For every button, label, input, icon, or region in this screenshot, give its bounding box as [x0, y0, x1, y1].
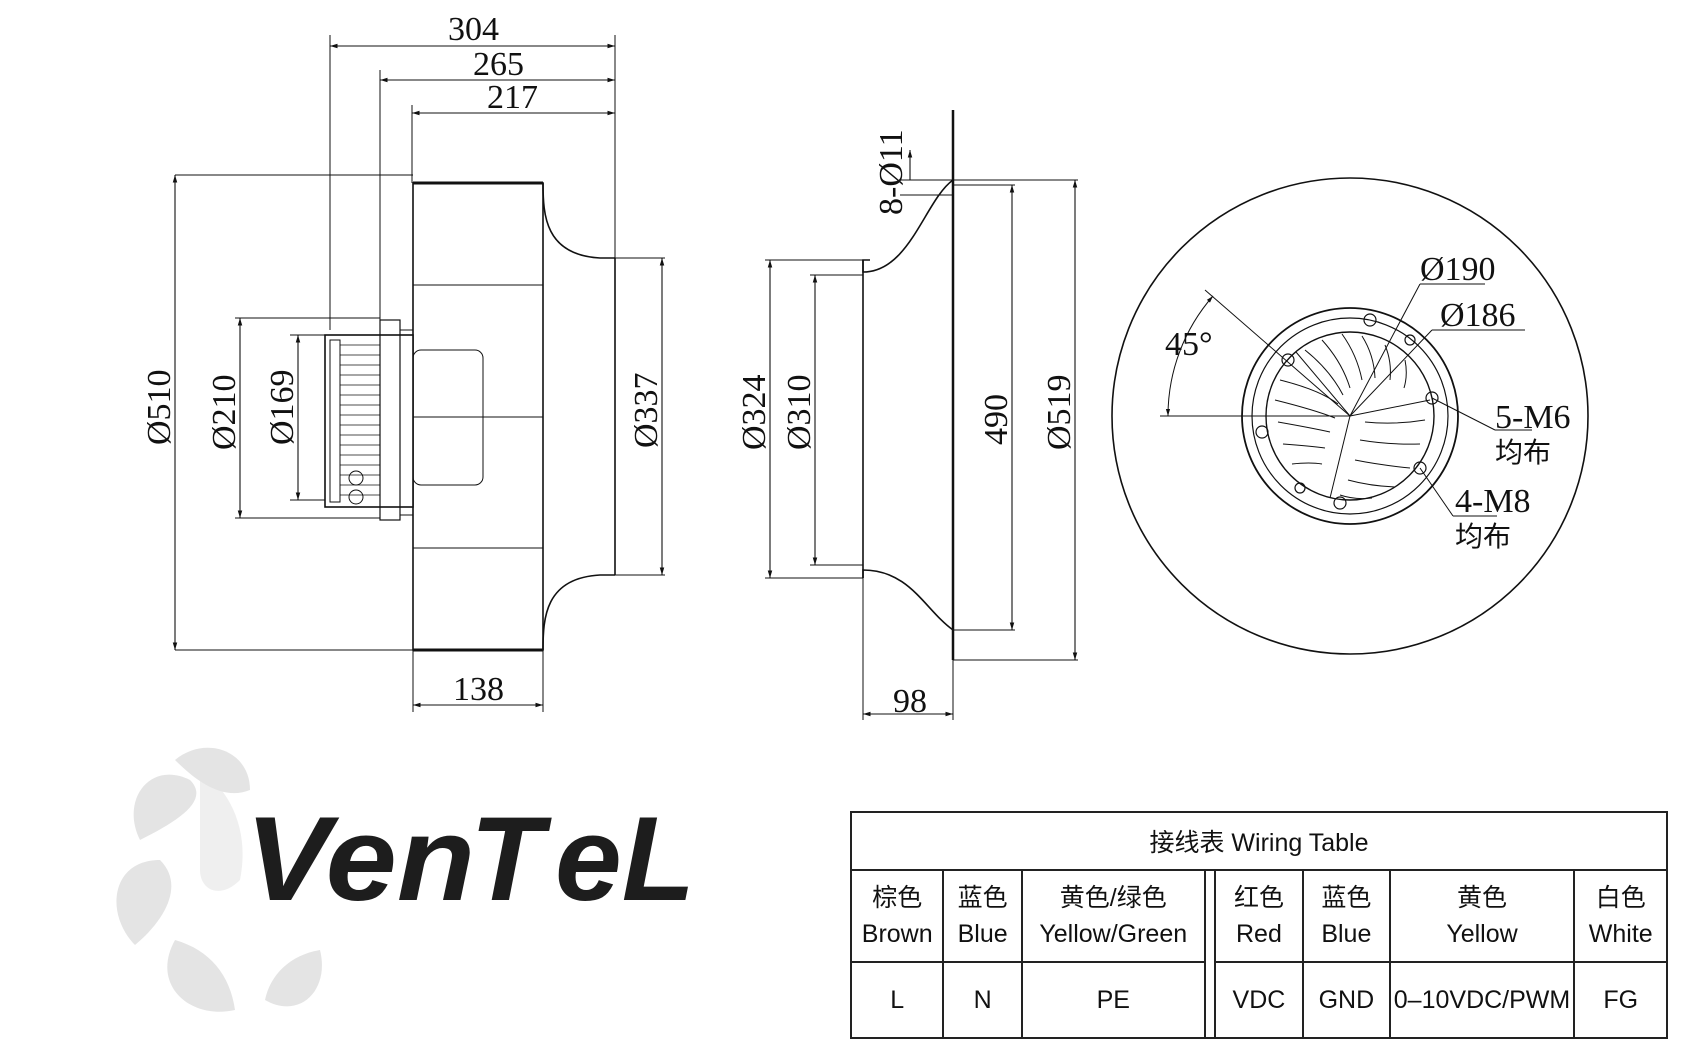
front-view [1111, 177, 1589, 655]
dim-dia210: Ø210 [206, 374, 243, 450]
inlet-ring-labels: 8-Ø11 Ø324 Ø310 490 Ø519 98 [736, 129, 1078, 720]
dim-138: 138 [453, 671, 504, 708]
dim-5-m6-note: 均布 [1495, 436, 1551, 469]
dim-217: 217 [487, 79, 538, 116]
dim-holes-8-dia11: 8-Ø11 [873, 129, 910, 215]
ventel-logo: Ven T eL [116, 747, 695, 1012]
dim-490: 490 [978, 394, 1015, 445]
value-cell-n: N [942, 961, 1023, 1039]
dim-304: 304 [448, 11, 499, 48]
dim-dia186: Ø186 [1440, 297, 1516, 334]
front-view-labels: Ø190 Ø186 45° 5-M6 均布 4-M8 均布 [1165, 251, 1571, 553]
mounting-holes [1255, 313, 1439, 510]
dim-4-m8: 4-M8 [1455, 483, 1531, 520]
inlet-ring-bottom [862, 569, 954, 631]
inlet-cone-top [542, 182, 615, 259]
value-cell-gnd: GND [1302, 961, 1391, 1039]
dim-98: 98 [893, 683, 927, 720]
outer-circle [1111, 177, 1589, 655]
dim-dia519: Ø519 [1041, 374, 1078, 450]
value-cell-pwm: 0–10VDC/PWM [1388, 961, 1576, 1039]
dim-dia310: Ø310 [781, 374, 818, 450]
side-view-labels: 304 265 217 138 Ø510 Ø210 Ø169 Ø337 [141, 11, 665, 708]
value-cell-l: L [849, 961, 945, 1039]
logo-text-blue: eL [555, 792, 695, 926]
motor-assembly [324, 319, 414, 521]
fan-blade-watermark-icon [116, 747, 322, 1012]
value-cell-fg: FG [1573, 961, 1668, 1039]
inlet-cone-bottom [542, 574, 615, 651]
dim-dia190: Ø190 [1420, 251, 1496, 288]
dim-4-m8-note: 均布 [1455, 520, 1511, 553]
value-cell-vdc: VDC [1213, 961, 1305, 1039]
value-cell-pe: PE [1020, 961, 1206, 1039]
dim-5-m6: 5-M6 [1495, 399, 1571, 436]
table-separator [1203, 869, 1216, 1039]
wiring-table-title: 接线表 Wiring Table [850, 811, 1668, 871]
hub-hatching [1274, 333, 1431, 500]
dim-dia169: Ø169 [264, 369, 301, 445]
dim-dia510: Ø510 [141, 369, 178, 445]
logo-text-gray: Ven [245, 792, 475, 926]
inlet-ring-view [765, 110, 1078, 720]
logo-text-gray-2: T [470, 792, 552, 926]
dim-dia337: Ø337 [628, 372, 665, 448]
dim-265: 265 [473, 46, 524, 83]
dim-dia324: Ø324 [736, 374, 773, 450]
wiring-table-value-row: L N PE VDC GND 0–10VDC/PWM FG [849, 961, 1668, 1039]
side-view [172, 35, 665, 712]
dim-angle-45: 45° [1165, 326, 1213, 363]
